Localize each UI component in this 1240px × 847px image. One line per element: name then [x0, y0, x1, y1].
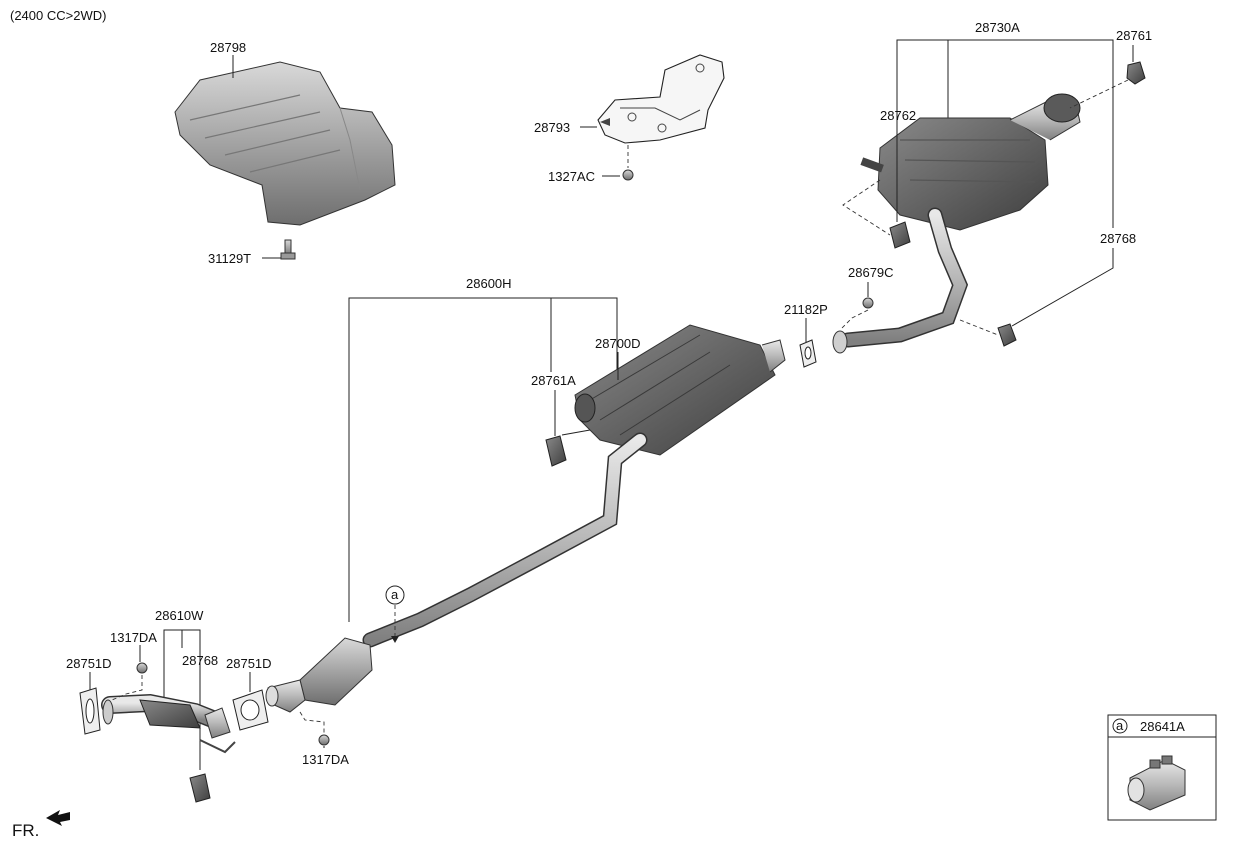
label-28768-rear: 28768: [1100, 231, 1136, 246]
label-28768-front: 28768: [182, 653, 218, 668]
gasket-21182P[interactable]: [799, 339, 817, 368]
label-1317DA-bottom: 1317DA: [302, 752, 349, 767]
label-31129T: 31129T: [208, 251, 251, 266]
gasket-28751D-right[interactable]: [232, 689, 269, 731]
label-28761A: 28761A: [531, 373, 576, 388]
label-28761: 28761: [1116, 28, 1152, 43]
hook-28761A: [561, 429, 591, 436]
dash-28768-rear: [959, 319, 999, 336]
label-28679C: 28679C: [848, 265, 894, 280]
front-pipe-28610W[interactable]: [101, 693, 236, 754]
callout-a-text: a: [391, 587, 399, 602]
label-28762: 28762: [880, 108, 916, 123]
bolt-31129T[interactable]: [280, 239, 296, 260]
label-28751D-right: 28751D: [226, 656, 272, 671]
label-28751D-left: 28751D: [66, 656, 112, 671]
inset-28641A: a 28641A: [1107, 714, 1217, 821]
clamp-28641A[interactable]: [1127, 755, 1186, 811]
dash-28761: [1069, 79, 1129, 109]
inset-marker: a: [1116, 718, 1124, 733]
front-indicator-text: FR.: [12, 821, 39, 840]
hanger-28768-rear[interactable]: [997, 323, 1017, 347]
hanger-28768-front[interactable]: [189, 773, 211, 803]
nut-1317DA-top[interactable]: [136, 662, 148, 674]
callout-a-marker: a: [385, 585, 405, 643]
label-28798: 28798: [210, 40, 246, 55]
label-28700D: 28700D: [595, 336, 641, 351]
dash-1317DA-top: [111, 675, 143, 701]
dash-28762: [842, 179, 891, 236]
catalytic-converter[interactable]: [265, 637, 373, 713]
center-muffler-28700D[interactable]: [574, 324, 786, 456]
label-1327AC: 1327AC: [548, 169, 595, 184]
engine-note: (2400 CC>2WD): [10, 8, 106, 23]
bracket-28600H: [348, 297, 618, 622]
label-28610W: 28610W: [155, 608, 204, 623]
nut-28679C[interactable]: [862, 297, 874, 309]
front-indicator: FR.: [12, 810, 70, 840]
dash-28679C: [839, 309, 869, 331]
label-21182P: 21182P: [784, 302, 828, 317]
hanger-28761A[interactable]: [545, 435, 567, 467]
dash-1317DA-bottom: [299, 711, 325, 734]
label-28600H: 28600H: [466, 276, 512, 291]
inset-part-number: 28641A: [1140, 719, 1185, 734]
leader-28768-rear: [1011, 248, 1114, 327]
label-28793: 28793: [534, 120, 570, 135]
label-1317DA-top: 1317DA: [110, 630, 157, 645]
hanger-28762[interactable]: [889, 221, 911, 249]
label-28730A: 28730A: [975, 20, 1020, 35]
nut-1327AC[interactable]: [622, 169, 634, 181]
rear-muffler-28730A[interactable]: [832, 93, 1081, 354]
hanger-28761[interactable]: [1126, 61, 1146, 85]
heat-shield-28798[interactable]: [174, 61, 396, 226]
center-pipe[interactable]: [362, 432, 648, 648]
arrow-icon: [46, 810, 70, 826]
nut-1317DA-bottom[interactable]: [318, 734, 330, 746]
heat-shield-28793[interactable]: [597, 54, 725, 144]
gasket-28751D-left[interactable]: [79, 687, 101, 735]
